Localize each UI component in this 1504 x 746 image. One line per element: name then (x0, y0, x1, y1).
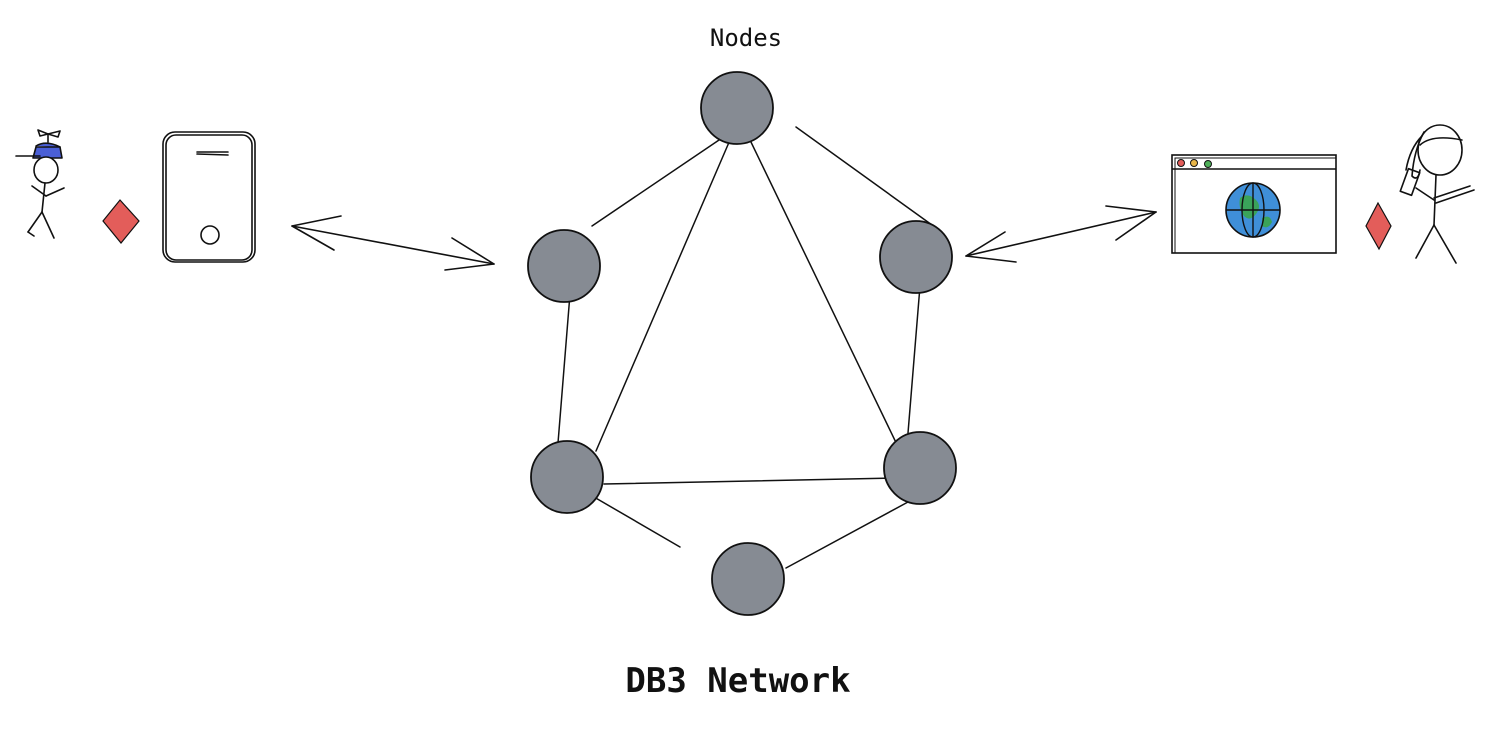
stick-figure-ponytail-phone-icon (1399, 124, 1475, 264)
globe-icon (1225, 182, 1281, 238)
network-edges (557, 126, 933, 569)
edge (907, 285, 921, 434)
node-lower-left (530, 440, 604, 514)
edge (785, 501, 909, 569)
nodes-label: Nodes (710, 24, 782, 52)
edge (603, 477, 896, 485)
stick-figure-propeller-cap-icon (15, 129, 65, 239)
diamond-icon (1365, 201, 1392, 251)
node-top (700, 71, 774, 145)
browser-dot-red-icon (1177, 159, 1185, 167)
node-lower-right (883, 431, 957, 505)
edge (795, 126, 933, 226)
edge (595, 139, 731, 452)
browser-dot-yellow-icon (1190, 159, 1198, 167)
browser-dot-green-icon (1204, 160, 1212, 168)
diamond-icon (102, 199, 140, 244)
right-double-arrow-icon (965, 205, 1157, 263)
node-upper-right (879, 220, 953, 294)
network-label: DB3 Network (625, 661, 850, 701)
edge (557, 293, 571, 444)
edge (591, 137, 723, 227)
left-double-arrow-icon (291, 215, 495, 271)
node-bottom (711, 542, 785, 616)
node-upper-left (527, 229, 601, 303)
edge (593, 496, 681, 548)
smartphone-icon (162, 131, 256, 263)
network-nodes (527, 71, 957, 616)
edge (749, 139, 903, 456)
browser-window-globe-icon (1171, 154, 1337, 254)
